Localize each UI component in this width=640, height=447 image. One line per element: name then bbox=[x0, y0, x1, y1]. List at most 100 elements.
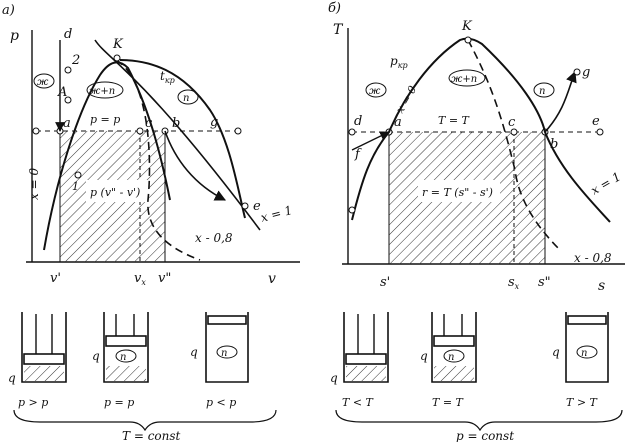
cylinder-b1: q T < T bbox=[330, 312, 389, 409]
label-a: a bbox=[63, 116, 71, 131]
point-g bbox=[573, 68, 581, 76]
cylinder-b3: п q T > T bbox=[552, 312, 609, 409]
cylinder-a3-label: p < p bbox=[206, 396, 236, 409]
region-wet-label: ж+п bbox=[451, 74, 477, 85]
point-1 bbox=[74, 171, 82, 179]
svg-text:q: q bbox=[552, 345, 560, 359]
svg-text:п: п bbox=[581, 348, 587, 359]
panel-b: б) T s r = T (s" - s') d a c b e T = T K bbox=[328, 1, 625, 443]
label-g: g bbox=[582, 65, 590, 80]
quality-x08-curve bbox=[115, 59, 201, 261]
formula-bg bbox=[418, 180, 500, 202]
label-c: c bbox=[145, 116, 153, 131]
point-low bbox=[348, 206, 356, 214]
label-b: b bbox=[172, 116, 180, 131]
pkp-label: pкр bbox=[390, 54, 408, 70]
region-liquid-oval bbox=[33, 73, 55, 89]
tkp-label: tкр bbox=[160, 69, 175, 85]
isotherm-b-e bbox=[164, 130, 227, 201]
liquid bbox=[434, 366, 474, 381]
quality-x08-curve bbox=[467, 39, 561, 251]
svg-text:q: q bbox=[330, 371, 338, 385]
svg-text:п: п bbox=[448, 352, 454, 363]
isotherm-tkp bbox=[119, 59, 246, 219]
point-A bbox=[64, 96, 72, 104]
label-K: K bbox=[112, 37, 124, 52]
label-2: 2 bbox=[71, 53, 80, 68]
x1-curve bbox=[94, 39, 261, 231]
v-axis-label: v bbox=[268, 271, 276, 287]
region-wet-oval bbox=[448, 69, 486, 87]
region-vapor-label: п bbox=[183, 93, 189, 104]
isobar-label: p = p bbox=[90, 113, 120, 126]
label-b: b bbox=[550, 137, 558, 152]
liquid bbox=[346, 366, 386, 381]
label-g: g bbox=[210, 115, 218, 130]
point-e bbox=[241, 202, 249, 210]
formula-bg bbox=[86, 180, 148, 202]
piston bbox=[433, 335, 475, 347]
point-K bbox=[113, 54, 121, 62]
piston bbox=[207, 315, 247, 325]
cylinder-a1-label: p > p bbox=[18, 396, 48, 409]
label-a: a bbox=[394, 115, 402, 130]
piston bbox=[23, 353, 65, 365]
x08-label: x - 0,8 bbox=[195, 231, 233, 245]
label-K: K bbox=[461, 19, 473, 34]
region-vapor-label: п bbox=[539, 86, 545, 97]
piston bbox=[345, 353, 387, 365]
brace-a bbox=[13, 409, 277, 432]
point-c bbox=[136, 127, 144, 135]
label-d: d bbox=[354, 114, 362, 129]
label-e: e bbox=[592, 114, 600, 129]
x1-label: x = 1 bbox=[589, 169, 624, 197]
region-vapor-oval bbox=[533, 82, 555, 98]
x0-label: x = 0 bbox=[393, 84, 419, 116]
point-start bbox=[32, 127, 40, 135]
piston bbox=[105, 335, 147, 347]
label-d: d bbox=[64, 27, 72, 42]
s-axis-label: s bbox=[598, 278, 605, 294]
point-e bbox=[596, 128, 604, 136]
panel-a: а) p v p (v" - v') a c b g p = p K e bbox=[2, 3, 300, 443]
svg-text:q: q bbox=[92, 349, 100, 363]
cylinder-b2: п q T = T bbox=[420, 312, 477, 409]
cylinder-b2-label: T = T bbox=[432, 396, 465, 409]
label-A: A bbox=[57, 85, 67, 100]
x0-label: x = 0 bbox=[27, 168, 41, 200]
point-d bbox=[348, 128, 356, 136]
label-e: e bbox=[253, 199, 261, 214]
tick-vx: vx bbox=[134, 271, 146, 287]
panel-b-tag: б) bbox=[328, 1, 341, 16]
panel-a-tag: а) bbox=[2, 3, 15, 18]
brace-b bbox=[335, 409, 623, 432]
superheat-line bbox=[544, 70, 577, 133]
liquid bbox=[106, 366, 146, 381]
region-liquid-label: ж bbox=[369, 86, 381, 97]
region-wet-label: ж+п bbox=[89, 86, 115, 97]
label-c: c bbox=[508, 115, 516, 130]
svg-text:q: q bbox=[190, 345, 198, 359]
region-wet-oval bbox=[86, 81, 124, 99]
svg-text:q: q bbox=[420, 349, 428, 363]
point-g bbox=[234, 127, 242, 135]
isotherm-label: T = T bbox=[438, 114, 471, 127]
cylinder-a2: п q p = p bbox=[92, 312, 149, 409]
p-axis-label: p bbox=[10, 28, 19, 44]
t-axis-label: T bbox=[333, 22, 344, 38]
cylinder-b3-label: T > T bbox=[566, 396, 599, 409]
caption-b: p = const bbox=[456, 429, 514, 442]
tick-v1: v' bbox=[50, 271, 61, 286]
cylinder-a2-label: p = p bbox=[104, 396, 134, 409]
area-formula: p (v" - v') bbox=[90, 186, 140, 199]
piston bbox=[567, 315, 607, 325]
cylinder-a1: q p > p bbox=[8, 312, 67, 409]
label-1: 1 bbox=[72, 180, 79, 193]
cylinder-a3: п q p < p bbox=[190, 312, 249, 409]
x1-label: x = 1 bbox=[259, 203, 294, 225]
saturation-curve bbox=[43, 61, 171, 251]
cylinder-b1-label: T < T bbox=[342, 396, 375, 409]
tick-s2: s" bbox=[538, 275, 551, 290]
